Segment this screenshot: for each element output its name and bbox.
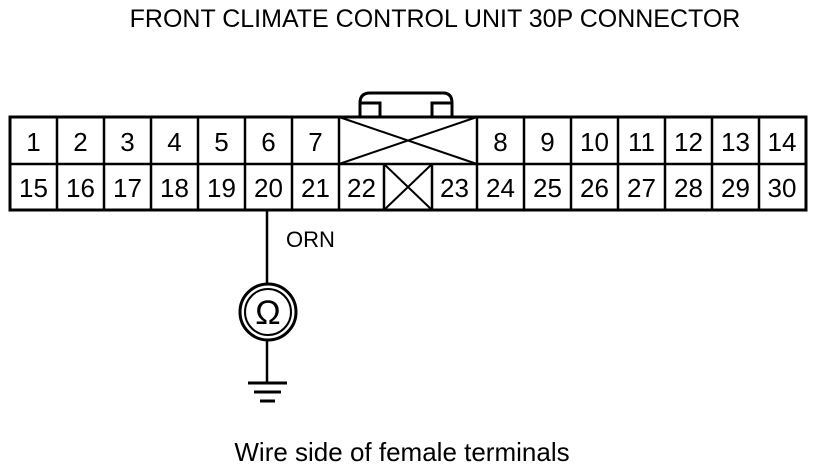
pin-5-label: 5	[214, 127, 228, 157]
pin-22-label: 22	[347, 173, 376, 203]
pin-16-label: 16	[66, 173, 95, 203]
pin-2-label: 2	[73, 127, 87, 157]
diagram-title: FRONT CLIMATE CONTROL UNIT 30P CONNECTOR	[130, 5, 741, 33]
pin-1-label: 1	[26, 127, 40, 157]
unused-cavity-cross	[383, 163, 433, 211]
pin-7-label: 7	[308, 127, 322, 157]
pin-25-label: 25	[533, 173, 562, 203]
pin-11-label: 11	[628, 127, 655, 157]
pin-14-label: 14	[768, 127, 797, 157]
pin-23-label: 23	[440, 173, 469, 203]
pin-3-label: 3	[120, 127, 134, 157]
pin-20-label: 20	[254, 173, 283, 203]
pin-12-label: 12	[674, 127, 703, 157]
pin-21-label: 21	[301, 173, 330, 203]
pin-30-label: 30	[768, 173, 797, 203]
pin-10-label: 10	[580, 127, 609, 157]
pin-17-label: 17	[113, 173, 142, 203]
ohm-icon: Ω	[255, 294, 280, 332]
pin-19-label: 19	[207, 173, 236, 203]
pin-26-label: 26	[580, 173, 609, 203]
pin-24-label: 24	[486, 173, 515, 203]
diagram-caption: Wire side of female terminals	[234, 437, 569, 467]
pin-4-label: 4	[167, 127, 181, 157]
ground-icon	[248, 381, 287, 403]
pin-28-label: 28	[674, 173, 703, 203]
pin-18-label: 18	[160, 173, 189, 203]
pin-27-label: 27	[627, 173, 656, 203]
pin-13-label: 13	[721, 127, 750, 157]
pin-6-label: 6	[261, 127, 275, 157]
pin-29-label: 29	[721, 173, 750, 203]
ohmmeter-inner-ring	[244, 288, 292, 336]
wire-color-label: ORN	[286, 227, 335, 252]
pin-9-label: 9	[540, 127, 554, 157]
pin-15-label: 15	[19, 173, 48, 203]
unused-cavity-cross	[338, 116, 478, 165]
pin-8-label: 8	[493, 127, 507, 157]
connector-lock-tab	[358, 91, 454, 117]
